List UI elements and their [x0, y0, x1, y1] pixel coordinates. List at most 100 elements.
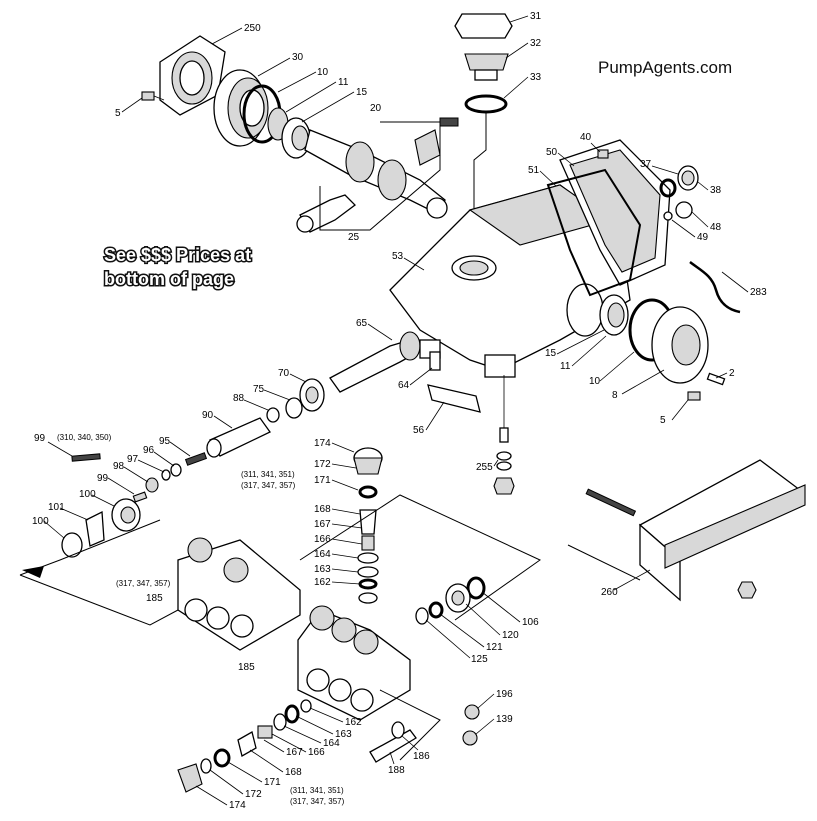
part-labels: 250 30 10 11 15 5 20 25 31 32 33 40 50 5…: [32, 11, 767, 811]
label-174b: 174: [229, 800, 246, 811]
part-37-38-sight-glass: [659, 165, 699, 198]
part-100-fitting-a: [111, 498, 141, 532]
label-97: 97: [127, 454, 139, 465]
part-120-plug: [445, 583, 471, 613]
label-88: 88: [233, 393, 245, 404]
manifold-alignment-right: [299, 494, 541, 621]
part-53-crankcase: [389, 184, 631, 378]
label-172a: 172: [314, 459, 331, 470]
part-186-washer: [391, 721, 405, 739]
part-139-plug: [462, 730, 478, 746]
part-64-crosshead-pin: [429, 351, 441, 371]
label-98: 98: [113, 461, 125, 472]
label-11a: 11: [338, 77, 349, 88]
part-255-bolt-stack: [493, 427, 515, 495]
label-167a: 167: [314, 519, 331, 530]
part-185-manifold-rear: [177, 537, 301, 651]
promo-line-1: See $$$ Prices at: [104, 245, 251, 265]
label-48: 48: [710, 222, 722, 233]
part-168-167-valve-cage-top: [359, 509, 377, 551]
label-5b: 5: [660, 415, 666, 426]
part-65-plunger-rod: [329, 331, 441, 393]
label-186: 186: [413, 751, 430, 762]
label-125: 125: [471, 654, 488, 665]
label-31: 31: [530, 11, 542, 22]
label-162b: 162: [345, 717, 362, 728]
part-2-key: [706, 372, 726, 386]
label-166a: 166: [314, 534, 331, 545]
label-185b: 185: [238, 662, 255, 673]
label-162a: 162: [314, 577, 331, 588]
part-172-174-valve-plug-bottom: [177, 758, 212, 793]
label-171b: 171: [264, 777, 281, 788]
label-96: 96: [143, 445, 155, 456]
part-174-valve-plug-top: [353, 447, 383, 475]
part-100-fitting-b: [61, 532, 83, 558]
part-99-bolt-b: [132, 491, 148, 503]
label-65: 65: [356, 318, 368, 329]
part-48-49-drain-plug: [663, 201, 693, 221]
part-125-washer: [415, 607, 429, 625]
label-75: 75: [253, 384, 265, 395]
part-171-o-ring-bottom: [213, 748, 231, 768]
label-101: 101: [48, 502, 65, 513]
part-75-retainer: [285, 397, 303, 419]
part-5-bolt-right: [687, 391, 701, 401]
watermark: PumpAgents.com: [598, 58, 732, 77]
label-250: 250: [244, 23, 261, 34]
part-250-flange-cover: [159, 35, 226, 116]
label-171a: 171: [314, 475, 331, 486]
label-168a: 168: [314, 504, 331, 515]
cap-alignment-line: [473, 112, 487, 255]
label-172b: 172: [245, 789, 262, 800]
part-196-plug: [464, 704, 480, 720]
label-171a-note1: (311, 341, 351): [241, 470, 295, 479]
label-106: 106: [522, 617, 539, 628]
label-260: 260: [601, 587, 618, 598]
label-188: 188: [388, 765, 405, 776]
label-95: 95: [159, 436, 171, 447]
label-40: 40: [580, 132, 592, 143]
leader-lines: [43, 15, 749, 806]
part-31-oil-cap: [454, 13, 513, 39]
part-33-o-ring: [464, 94, 508, 114]
label-185a-note: (317, 347, 357): [116, 579, 171, 588]
part-185-manifold-front: [297, 605, 411, 721]
rail-alignment-line: [567, 544, 641, 581]
promo-line-2: bottom of page: [104, 269, 234, 289]
label-90: 90: [202, 410, 214, 421]
label-15a: 15: [356, 87, 368, 98]
label-99a: 99: [34, 433, 46, 444]
label-38: 38: [710, 185, 722, 196]
label-171b-note2: (317, 347, 357): [290, 797, 345, 806]
label-283: 283: [750, 287, 767, 298]
lower-alignment-line: [379, 689, 441, 761]
part-260-mounting-rail: [585, 459, 806, 602]
part-121-o-ring: [428, 601, 444, 619]
label-20: 20: [370, 103, 382, 114]
label-64: 64: [398, 380, 410, 391]
label-37: 37: [640, 159, 652, 170]
part-70-seal: [299, 378, 325, 412]
label-2: 2: [729, 368, 735, 379]
part-95-plunger-stud: [184, 452, 208, 466]
label-171a-note2: (317, 347, 357): [241, 481, 296, 490]
part-11-15-bearing-left: [267, 107, 311, 159]
label-56: 56: [413, 425, 425, 436]
label-33: 33: [530, 72, 542, 83]
label-99a-note: (310, 340, 350): [57, 433, 112, 442]
label-51: 51: [528, 165, 540, 176]
part-171-o-ring-top: [358, 485, 378, 499]
label-163a: 163: [314, 564, 331, 575]
label-100b: 100: [32, 516, 49, 527]
part-8-bearing-cover: [651, 306, 709, 384]
part-40-bolt: [597, 149, 609, 159]
label-121: 121: [486, 642, 503, 653]
label-164b: 164: [323, 738, 340, 749]
label-171b-note1: (311, 341, 351): [290, 786, 344, 795]
label-49: 49: [697, 232, 709, 243]
label-139: 139: [496, 714, 513, 725]
label-164a: 164: [314, 549, 331, 560]
part-25-crankshaft: [304, 129, 448, 219]
